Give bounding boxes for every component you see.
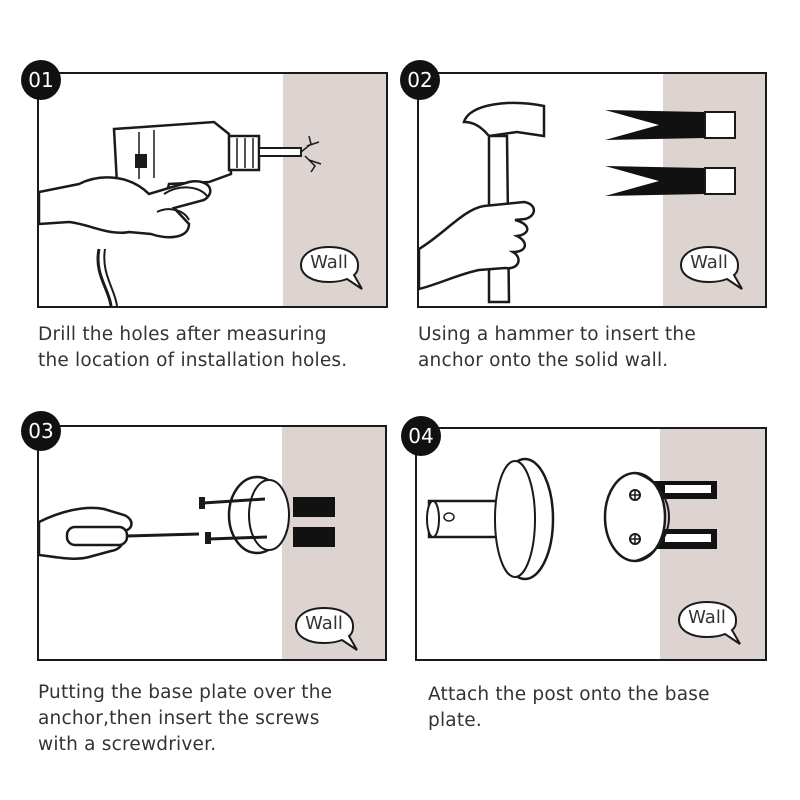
- hammer-and-anchors-illustration: [419, 101, 736, 304]
- wall-label: Wall: [305, 613, 343, 634]
- caption-line: Putting the base plate over the: [38, 682, 333, 703]
- caption-line: Drill the holes after measuring: [38, 324, 327, 345]
- caption-line: Attach the post onto the base: [428, 684, 710, 705]
- step-number-badge: 02: [400, 60, 440, 100]
- caption-line: Using a hammer to insert the: [418, 324, 696, 345]
- caption-line: plate.: [428, 710, 482, 731]
- wall-speech-bubble: Wall: [298, 244, 372, 294]
- step-1-caption: Drill the holes after measuring the loca…: [38, 322, 347, 374]
- drill-illustration: [39, 120, 322, 306]
- step-3-panel: Wall: [37, 425, 387, 661]
- wall-label: Wall: [690, 252, 728, 273]
- caption-line: anchor,then insert the screws: [38, 708, 320, 729]
- step-number-badge: 03: [21, 411, 61, 451]
- post-and-plate-illustration: [426, 457, 717, 581]
- wall-speech-bubble: Wall: [293, 605, 367, 655]
- screwdriver-illustration: [39, 475, 335, 560]
- wall-label: Wall: [688, 607, 726, 628]
- caption-line: the location of installation holes.: [38, 350, 348, 371]
- step-1-panel: Wall: [37, 72, 388, 308]
- step-3-caption: Putting the base plate over the anchor,t…: [38, 680, 332, 758]
- step-number-badge: 01: [21, 60, 61, 100]
- step-4-panel: Wall: [415, 427, 767, 661]
- wall-speech-bubble: Wall: [676, 599, 750, 649]
- wall-speech-bubble: Wall: [678, 244, 752, 294]
- caption-line: with a screwdriver.: [38, 734, 217, 755]
- caption-line: anchor onto the solid wall.: [418, 350, 669, 371]
- step-2-caption: Using a hammer to insert the anchor onto…: [418, 322, 696, 374]
- step-number-badge: 04: [401, 416, 441, 456]
- step-2-panel: Wall: [417, 72, 767, 308]
- wall-label: Wall: [310, 252, 348, 273]
- step-4-caption: Attach the post onto the base plate.: [428, 682, 710, 734]
